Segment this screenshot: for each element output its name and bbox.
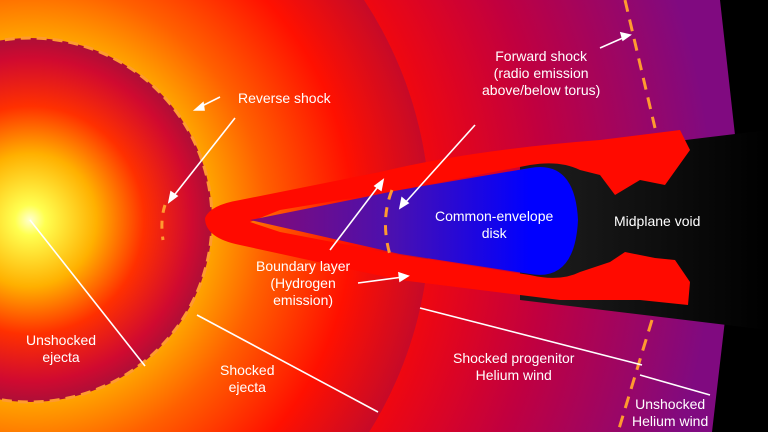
label-shocked-progenitor-wind: Shocked progenitor Helium wind [453, 350, 575, 383]
label-shocked-ejecta: Shocked ejecta [220, 362, 275, 395]
label-common-envelope-disk: Common-envelope disk [435, 208, 554, 241]
label-unshocked-helium-wind: Unshocked Helium wind [632, 396, 709, 429]
boundary-layer [205, 130, 690, 305]
label-boundary-layer: Boundary layer (Hydrogen emission) [256, 258, 351, 308]
reverse-shock-inner [160, 204, 167, 241]
label-midplane-void: Midplane void [614, 213, 701, 229]
forward-shock-disk [383, 189, 394, 256]
common-envelope-disk [250, 167, 578, 275]
label-forward-shock: Forward shock (radio emission above/belo… [482, 48, 601, 98]
forward-shock-upper [623, 0, 657, 129]
label-unshocked-ejecta: Unshocked ejecta [26, 332, 97, 365]
unshocked-ejecta-region [0, 38, 212, 402]
label-reverse-shock: Reverse shock [238, 90, 331, 106]
annotation-lines [29, 31, 711, 413]
